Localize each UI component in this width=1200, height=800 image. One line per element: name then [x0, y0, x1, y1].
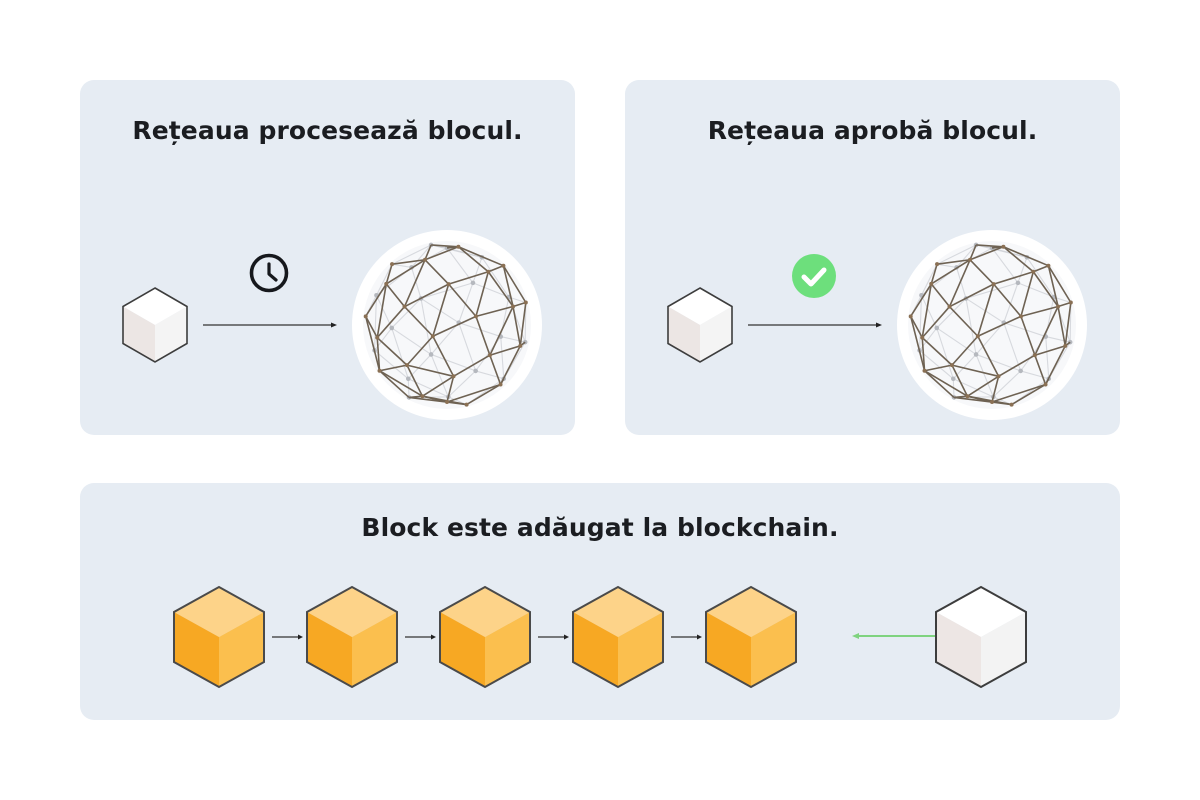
- chain-block-icon: [173, 585, 265, 689]
- chain-block-icon: [439, 585, 531, 689]
- arrow-right-icon: [203, 322, 337, 328]
- arrow-right-icon: [748, 322, 882, 328]
- panel-title: Rețeaua procesează blocul.: [132, 116, 523, 145]
- panel-network-approval: Rețeaua aprobă blocul.: [625, 80, 1120, 435]
- network-globe-icon: [352, 230, 542, 420]
- chain-block-icon: [572, 585, 664, 689]
- network-globe-icon: [897, 230, 1087, 420]
- cube-icon: [667, 287, 733, 363]
- chain-link-arrow-icon: [538, 634, 569, 640]
- chain-block-icon: [705, 585, 797, 689]
- blockchain: [173, 585, 797, 689]
- chain-link-arrow-icon: [405, 634, 436, 640]
- processing-diagram: [122, 230, 542, 420]
- clock-icon: [249, 253, 289, 293]
- arrow-left-icon: [852, 633, 936, 639]
- panel-title: Rețeaua aprobă blocul.: [707, 116, 1038, 145]
- blockchain-diagram: [173, 585, 1027, 689]
- chain-link-arrow-icon: [671, 634, 702, 640]
- approval-diagram: [667, 230, 1087, 420]
- check-circle-icon: [792, 254, 836, 298]
- chain-block-icon: [306, 585, 398, 689]
- cube-icon: [122, 287, 188, 363]
- panel-block-added: Block este adăugat la blockchain.: [80, 483, 1120, 720]
- new-block-cube-icon: [935, 585, 1027, 689]
- chain-link-arrow-icon: [272, 634, 303, 640]
- panel-title: Block este adăugat la blockchain.: [361, 513, 839, 542]
- panel-network-processing: Rețeaua procesează blocul.: [80, 80, 575, 435]
